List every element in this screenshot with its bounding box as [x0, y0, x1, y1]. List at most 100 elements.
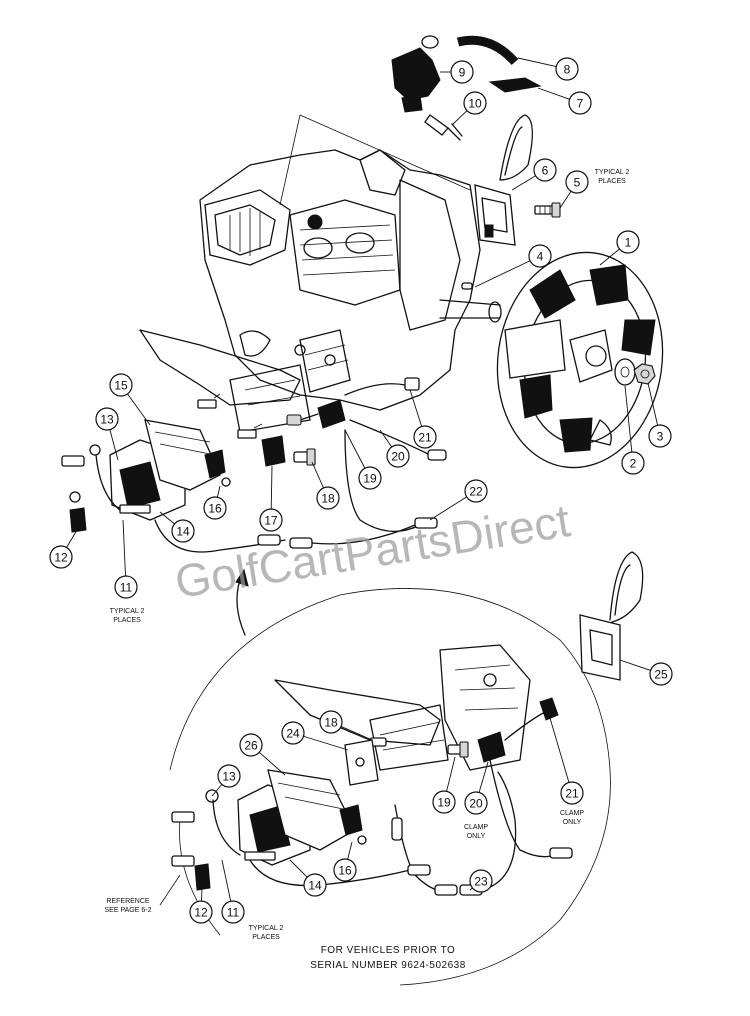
note-typical-top: TYPICAL 2 PLACES: [595, 169, 630, 185]
callout-label-21: 21: [418, 431, 432, 445]
voltage-regulator: [109, 419, 231, 521]
note-line: TYPICAL 2: [110, 608, 145, 615]
callout-label-5: 5: [574, 176, 581, 190]
callout-label-11: 11: [120, 581, 133, 595]
note-line: ONLY: [467, 833, 486, 840]
callout-label-6: 6: [542, 164, 549, 178]
note-line: CLAMP: [560, 810, 584, 817]
footer-line-2: SERIAL NUMBER 9624-502638: [310, 960, 466, 971]
callout-circle-6: [533, 158, 557, 182]
callout-circle-4: [528, 244, 552, 268]
callout-leader-14: [159, 511, 175, 525]
callout-label-17: 17: [264, 514, 278, 528]
callout-leader-16: [216, 485, 221, 498]
inset-callout-leader-26: [258, 751, 286, 776]
inset-callout-circle-19: [432, 790, 456, 814]
inset-callout-label-18: 18: [324, 716, 338, 730]
callout-label-20: 20: [391, 450, 405, 464]
watermark-text: GolfCartPartsDirect: [171, 494, 573, 608]
flywheel-nut: [633, 363, 656, 385]
inset-callout-leader-20: [478, 761, 489, 793]
callout-circle-15: [109, 373, 133, 397]
callout-leader-21: [409, 389, 423, 427]
inset-callout-label-19: 19: [437, 796, 451, 810]
inset-callout-circle-23: [469, 869, 493, 893]
callout-label-3: 3: [657, 430, 664, 444]
inset-callout-label-16: 16: [338, 864, 352, 878]
note-line: PLACES: [252, 934, 280, 941]
inset-callout-circle-25: [649, 662, 673, 686]
callout-circle-21: [413, 425, 437, 449]
inset-callout-label-20: 20: [469, 797, 483, 811]
inset-callout-label-11: 11: [227, 906, 240, 920]
note-line: PLACES: [598, 178, 626, 185]
inset-callout-circle-21: [560, 781, 584, 805]
callout-circle-22: [464, 479, 488, 503]
inset-callout-label-25: 25: [654, 668, 668, 682]
callout-leader-2: [624, 385, 633, 453]
callout-leader-17: [270, 465, 273, 510]
callout-leader-7: [537, 87, 570, 100]
spark-plug: [424, 114, 463, 141]
callout-layer: 1234567891011121314151617181920212225182…: [49, 57, 673, 924]
lead-clip: [488, 77, 542, 93]
callout-leader-3: [647, 382, 659, 426]
callout-label-10: 10: [468, 97, 482, 111]
inset-callout-circle-12: [189, 900, 213, 924]
inset-callout-circle-14: [303, 873, 327, 897]
note-clamp-21: CLAMP ONLY: [560, 810, 584, 826]
callout-circle-3: [648, 424, 672, 448]
callout-circle-17: [259, 508, 283, 532]
callout-circle-12: [49, 545, 73, 569]
note-line: TYPICAL 2: [595, 169, 630, 176]
flywheel: [496, 251, 664, 469]
callout-label-7: 7: [577, 97, 584, 111]
footer-line-1: FOR VEHICLES PRIOR TO: [321, 945, 456, 956]
callout-leader-15: [127, 393, 151, 426]
callout-circle-1: [616, 230, 640, 254]
inset-view: [159, 551, 644, 986]
note-line: REFERENCE: [106, 898, 150, 905]
inset-callout-leader-12: [201, 887, 203, 902]
note-typical-left: TYPICAL 2 PLACES: [110, 608, 145, 624]
callout-circle-10: [463, 91, 487, 115]
note-typical-inset: TYPICAL 2 PLACES: [249, 925, 284, 941]
callout-label-4: 4: [537, 250, 544, 264]
spark-plug-boot: [391, 35, 441, 113]
callout-circle-7: [568, 91, 592, 115]
inset-callout-label-12: 12: [194, 906, 208, 920]
callout-leader-4: [474, 260, 531, 288]
inset-callout-circle-13: [217, 764, 241, 788]
note-line: CLAMP: [464, 824, 488, 831]
inset-callout-circle-16: [333, 858, 357, 882]
inset-callout-label-13: 13: [222, 770, 236, 784]
callout-label-2: 2: [630, 457, 637, 471]
callout-label-15: 15: [114, 379, 128, 393]
callout-circle-5: [565, 170, 589, 194]
callout-leader-20: [379, 429, 393, 448]
wire-clamp: [286, 399, 346, 429]
bolt-18: [293, 448, 316, 466]
callout-circle-8: [555, 57, 579, 81]
callout-leader-10: [451, 110, 468, 126]
callout-label-22: 22: [469, 485, 483, 499]
engine-block: [199, 114, 502, 411]
inset-arrow-head: [235, 568, 249, 587]
inset-callout-label-26: 26: [244, 739, 258, 753]
inset-callout-label-23: 23: [474, 875, 488, 889]
callout-circle-20: [386, 444, 410, 468]
high-tension-lead: [456, 35, 519, 66]
inset-callout-leader-13: [211, 784, 223, 797]
ignition-module: [474, 114, 533, 246]
callout-leader-18: [311, 461, 324, 489]
callout-leader-11: [122, 519, 126, 577]
inset-callout-circle-18: [319, 710, 343, 734]
callout-circle-9: [450, 60, 474, 84]
callout-circle-19: [358, 466, 382, 490]
callout-label-12: 12: [54, 551, 68, 565]
note-line: ONLY: [563, 819, 582, 826]
note-reference: REFERENCE SEE PAGE 6-2: [105, 898, 152, 914]
note-line: PLACES: [113, 617, 141, 624]
inset-arrow: [236, 579, 246, 636]
